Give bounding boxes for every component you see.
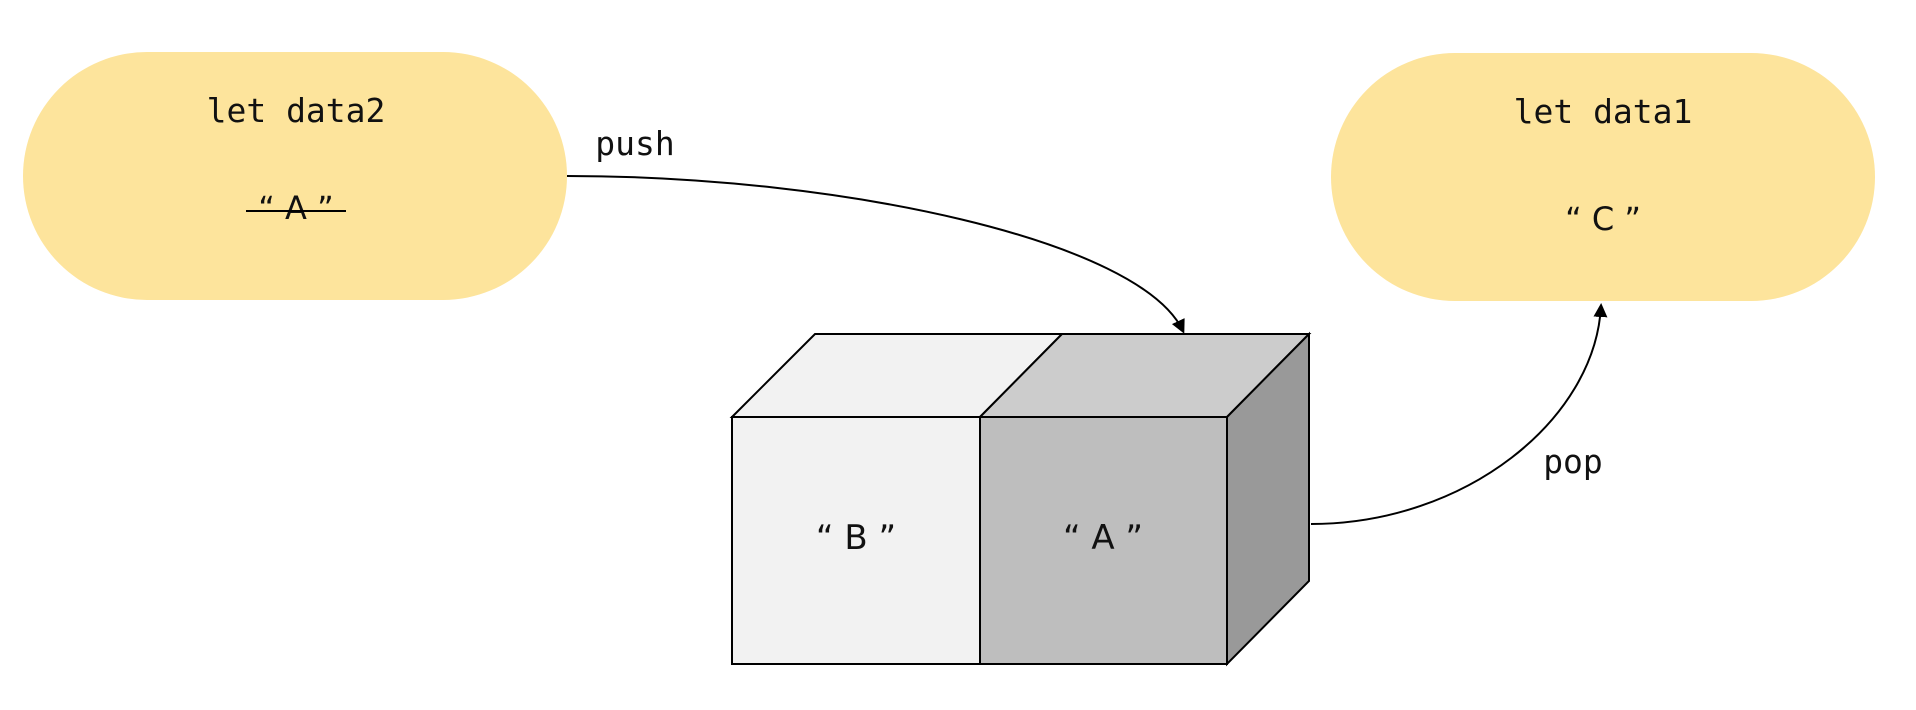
- variable-data1-value: “ C ”: [1565, 200, 1641, 238]
- stack-cell-b-front: [731, 416, 981, 665]
- variable-data1-declaration: let data1: [1514, 92, 1693, 131]
- variable-data2-declaration: let data2: [207, 91, 386, 130]
- variable-data1: let data1 “ C ”: [1331, 53, 1875, 301]
- pop-label: pop: [1543, 442, 1603, 481]
- stack-cell-a-label: “ A ”: [1063, 518, 1143, 558]
- push-edge: push: [566, 124, 1185, 334]
- stack-cell-b-label: “ B ”: [816, 518, 896, 558]
- push-label: push: [595, 124, 674, 163]
- pop-arrow: [1310, 303, 1608, 525]
- variable-data2: let data2 “ A ”: [23, 52, 567, 300]
- variable-data2-shape: [23, 52, 567, 300]
- push-arrow: [566, 175, 1185, 334]
- stack-cell-a-front: [979, 416, 1228, 665]
- variable-data1-shape: [1331, 53, 1875, 301]
- variable-data2-value: “ A ”: [258, 189, 333, 227]
- stack-cell-a: “ A ”: [977, 331, 1312, 667]
- pop-edge: pop: [1310, 303, 1608, 525]
- stack-cell-b: “ B ”: [729, 333, 1065, 665]
- stack: “ B ” “ A ”: [729, 331, 1312, 667]
